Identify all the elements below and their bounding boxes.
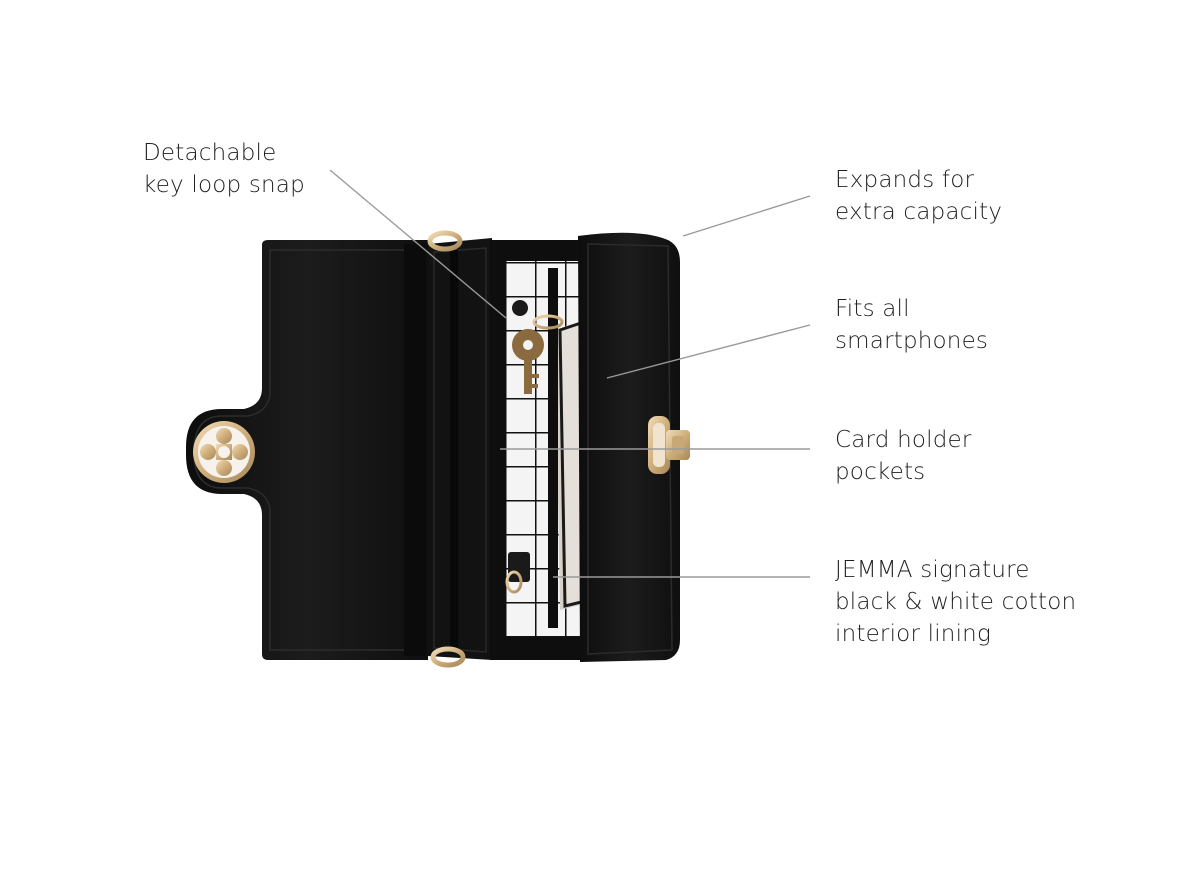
strap-ring-bottom: [430, 646, 466, 668]
callout-expands: Expands for extra capacity: [835, 164, 1002, 228]
key-icon: [512, 300, 564, 394]
strap-ring-top: [427, 230, 463, 252]
callout-card-holder: Card holder pockets: [835, 424, 972, 488]
bag-front-panel: [578, 232, 680, 663]
callout-expands-line2: extra capacity: [835, 199, 1003, 225]
callout-card-holder-line1: Card holder: [835, 427, 972, 453]
callout-key-loop: Detachable key loop snap: [143, 137, 305, 201]
bottom-snap: [505, 552, 530, 594]
callout-lining-line3: interior lining: [835, 621, 991, 647]
callout-key-loop-line1: Detachable: [143, 140, 277, 166]
callout-key-loop-line2: key loop snap: [143, 172, 305, 198]
callout-lining-line2: black & white cotton: [835, 589, 1077, 615]
callout-smartphones: Fits all smartphones: [835, 293, 988, 357]
bag-flap: [186, 240, 428, 660]
leader-key-loop: [329, 169, 507, 319]
leader-expands: [682, 195, 811, 237]
callout-smartphones-line2: smartphones: [835, 328, 989, 354]
callout-lining-line1: JEMMA signature: [835, 557, 1030, 583]
leader-smartphones: [606, 324, 811, 379]
callout-card-holder-line2: pockets: [835, 459, 926, 485]
callout-expands-line1: Expands for: [835, 167, 975, 193]
quatrefoil-emblem-icon: [193, 421, 255, 483]
card-holder-divider: [548, 268, 558, 628]
callout-lining: JEMMA signature black & white cotton int…: [835, 554, 1076, 650]
leader-lines: [329, 169, 811, 578]
turn-lock-clasp-icon: [648, 416, 690, 474]
callout-smartphones-line1: Fits all: [835, 296, 910, 322]
bag-gusset: [428, 238, 492, 660]
